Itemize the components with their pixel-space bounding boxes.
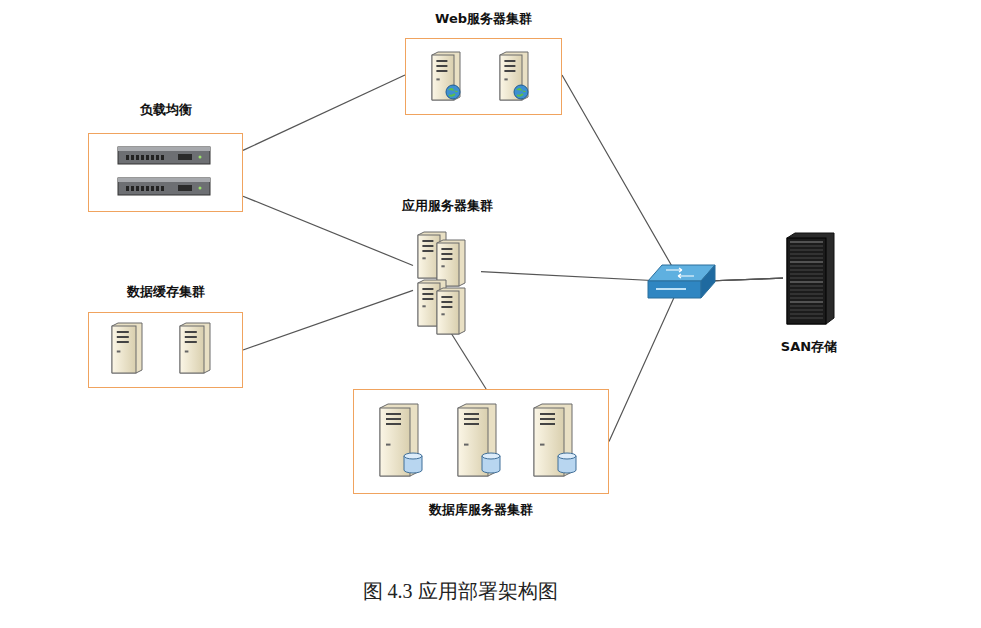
load-balancer-box: 负载均衡 <box>88 133 243 212</box>
san-rack-icon <box>787 233 834 324</box>
network-switch-icon <box>648 265 715 298</box>
db-server-icon <box>534 404 576 476</box>
web-cluster-box: Web服务器集群 <box>405 38 562 115</box>
cache-server-icon <box>180 323 210 373</box>
link-line <box>243 75 405 150</box>
app-server-icon <box>437 288 465 334</box>
link-line <box>450 332 486 389</box>
figure-caption: 图 4.3 应用部署架构图 <box>363 578 558 605</box>
cluster-heading: 数据库服务器集群 <box>429 502 533 518</box>
db-server-icon <box>458 404 500 476</box>
app-cluster-group: 应用服务器集群 <box>413 228 481 332</box>
cache-server-icon <box>112 323 142 373</box>
cluster-heading: 负载均衡 <box>140 102 192 118</box>
san-storage: SAN存储 <box>783 233 835 325</box>
app-server-icon <box>437 240 465 286</box>
load-balancer-icon <box>118 147 210 164</box>
link-line <box>481 272 783 282</box>
link-line <box>609 278 783 441</box>
cluster-heading: Web服务器集群 <box>435 11 532 27</box>
web-server-icon <box>432 52 460 100</box>
link-line <box>562 75 783 282</box>
web-server-icon <box>500 52 528 100</box>
link-line <box>243 196 413 265</box>
load-balancer-icon <box>118 178 210 195</box>
cache-cluster-box: 数据缓存集群 <box>88 312 243 388</box>
cluster-heading: 数据缓存集群 <box>127 284 205 300</box>
db-server-icon <box>380 404 422 476</box>
link-line <box>243 290 413 350</box>
cluster-heading: SAN存储 <box>781 339 837 355</box>
cluster-heading: 应用服务器集群 <box>402 198 493 214</box>
db-cluster-box: 数据库服务器集群 <box>353 389 609 494</box>
